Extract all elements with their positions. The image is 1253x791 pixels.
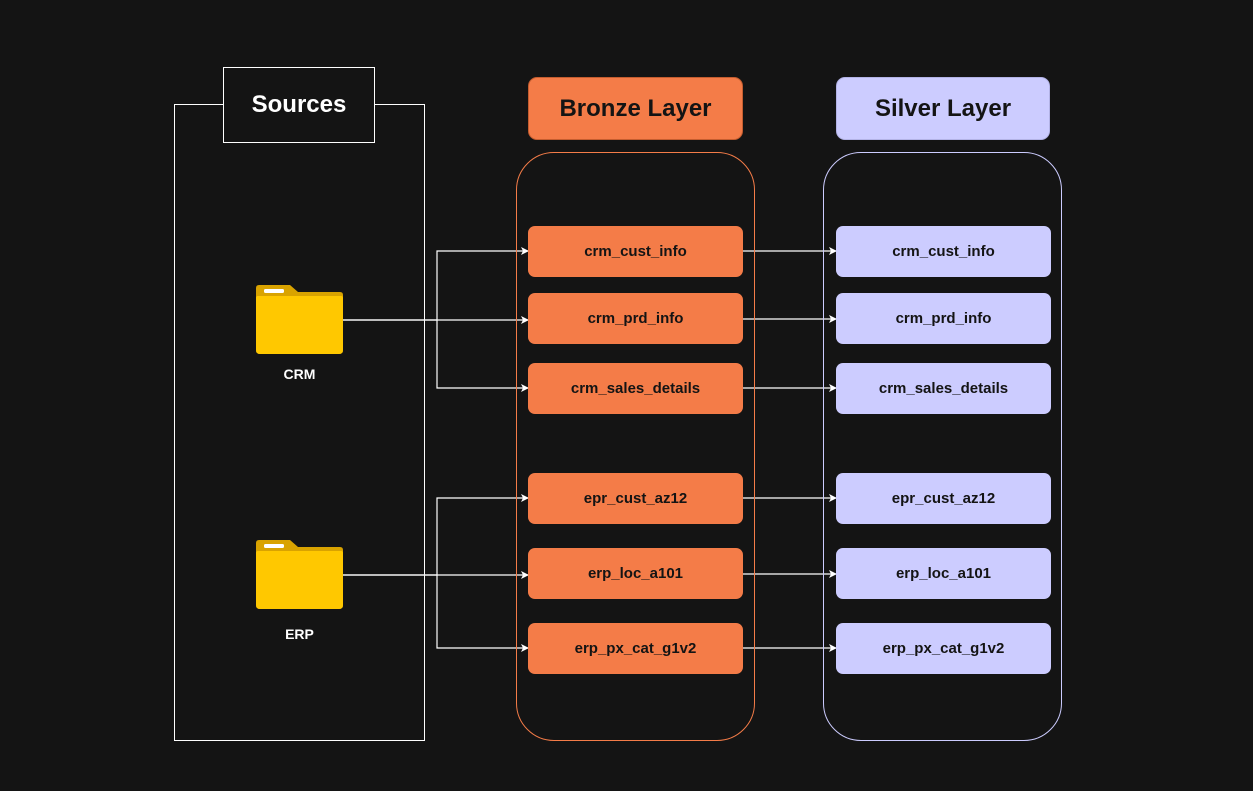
connector-crm-to-bronze-3 xyxy=(436,320,529,392)
silver-layer-title: Silver Layer xyxy=(836,77,1050,140)
bronze-layer-title: Bronze Layer xyxy=(528,77,743,140)
bronze-layer-container xyxy=(516,152,755,741)
bronze-table-erp-loc-a101: erp_loc_a101 xyxy=(528,548,743,599)
silver-table-erp-px-cat-g1v2: erp_px_cat_g1v2 xyxy=(836,623,1051,674)
silver-table-crm-cust-info: crm_cust_info xyxy=(836,226,1051,277)
connector-erp-to-bronze-3 xyxy=(436,575,529,652)
bronze-table-crm-cust-info: crm_cust_info xyxy=(528,226,743,277)
erp-source xyxy=(256,539,343,614)
silver-table-erp-loc-a101: erp_loc_a101 xyxy=(836,548,1051,599)
silver-table-epr-cust-az12: epr_cust_az12 xyxy=(836,473,1051,524)
folder-icon xyxy=(256,285,343,354)
silver-table-crm-prd-info: crm_prd_info xyxy=(836,293,1051,344)
silver-layer-container xyxy=(823,152,1062,741)
bronze-table-erp-px-cat-g1v2: erp_px_cat_g1v2 xyxy=(528,623,743,674)
erp-source-label: ERP xyxy=(285,626,314,642)
bronze-table-crm-prd-info: crm_prd_info xyxy=(528,293,743,344)
crm-source-label: CRM xyxy=(283,366,316,382)
sources-title: Sources xyxy=(223,67,375,143)
folder-icon xyxy=(256,540,343,609)
sources-container xyxy=(174,104,425,741)
bronze-table-epr-cust-az12: epr_cust_az12 xyxy=(528,473,743,524)
crm-source xyxy=(256,284,343,359)
bronze-table-crm-sales-details: crm_sales_details xyxy=(528,363,743,414)
silver-table-crm-sales-details: crm_sales_details xyxy=(836,363,1051,414)
